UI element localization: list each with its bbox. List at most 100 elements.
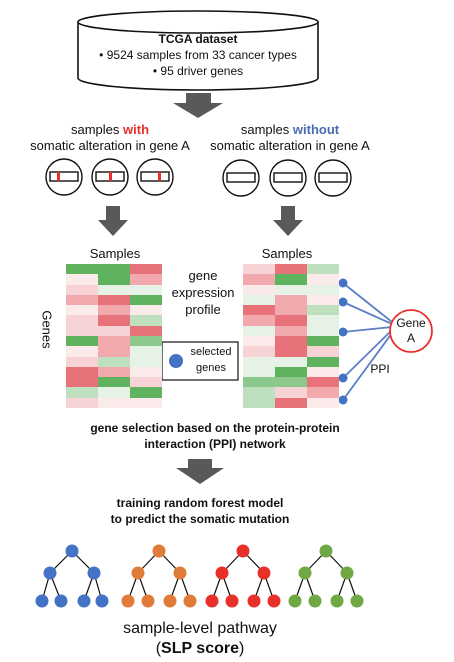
heatmap-cell bbox=[98, 356, 130, 367]
dataset-cylinder bbox=[77, 10, 319, 91]
heatmap-cell bbox=[243, 356, 275, 367]
heatmap-cell bbox=[243, 264, 275, 275]
heatmap-cell bbox=[275, 377, 307, 388]
slp-score-label: SLP score bbox=[161, 640, 239, 657]
heatmap-cell bbox=[66, 305, 98, 316]
heatmap-cell bbox=[130, 356, 162, 367]
heatmap-cell bbox=[66, 335, 98, 347]
heatmap-cell bbox=[243, 305, 275, 316]
heatmap-cell bbox=[243, 346, 275, 357]
heatmap-cell bbox=[243, 315, 275, 326]
output-line-1: sample-level pathway bbox=[123, 620, 277, 637]
heatmap-cell bbox=[66, 356, 98, 367]
arrow-down-left bbox=[98, 206, 128, 236]
samples-with-circles bbox=[45, 158, 174, 196]
heatmap-cell bbox=[307, 387, 339, 398]
heatmap-cell bbox=[275, 397, 307, 408]
heatmap-cell bbox=[307, 377, 339, 388]
heatmap-left-row-label: Genes bbox=[39, 310, 55, 349]
heatmap-cell bbox=[98, 346, 130, 357]
heatmap-cell bbox=[275, 294, 307, 306]
tree-blue bbox=[35, 544, 109, 608]
heatmap-cell bbox=[98, 284, 130, 295]
heatmap-cell bbox=[307, 305, 339, 316]
training-caption-2: to predict the somatic mutation bbox=[110, 512, 290, 526]
heatmap-cell bbox=[243, 325, 275, 336]
heatmap-cell bbox=[98, 325, 130, 336]
without-group-line2: somatic alteration in gene A bbox=[210, 138, 370, 153]
heatmap-cell bbox=[275, 315, 307, 326]
heatmap-cell bbox=[98, 294, 130, 306]
heatmap-cell bbox=[98, 274, 130, 285]
heatmap-cell bbox=[130, 294, 162, 306]
heatmap-cell bbox=[275, 325, 307, 336]
heatmap-cell bbox=[243, 366, 275, 378]
heatmap-cell bbox=[307, 294, 339, 306]
heatmap-cell bbox=[130, 305, 162, 316]
heatmap-cell bbox=[307, 315, 339, 326]
heatmap-cell bbox=[98, 397, 130, 408]
heatmap-cell bbox=[98, 315, 130, 326]
dataset-bullet-1-text: 9524 samples from 33 cancer types bbox=[106, 48, 297, 62]
heatmap-cell bbox=[243, 284, 275, 295]
with-highlight: with bbox=[123, 122, 150, 137]
heatmap-cell bbox=[66, 397, 98, 408]
with-group-prefix: samples bbox=[70, 122, 124, 137]
with-group-heading: samples with bbox=[10, 122, 210, 137]
heatmap-cell bbox=[130, 264, 162, 275]
selected-gene-dot bbox=[338, 373, 348, 383]
profile-label-2: expression bbox=[171, 285, 235, 300]
output-paren-open: ( bbox=[155, 640, 162, 657]
arrow-down-right bbox=[273, 206, 303, 236]
heatmap-cell bbox=[66, 387, 98, 398]
arrow-down-2 bbox=[176, 459, 224, 484]
output-line-2: (SLP score) bbox=[70, 640, 330, 658]
heatmap-cell bbox=[275, 284, 307, 295]
heatmap-cell bbox=[98, 366, 130, 378]
heatmap-cell bbox=[243, 377, 275, 388]
heatmap-cell bbox=[66, 377, 98, 388]
dataset-bullet-1: • 9524 samples from 33 cancer types bbox=[99, 48, 297, 62]
heatmap-cell bbox=[130, 315, 162, 326]
legend-dot bbox=[169, 354, 183, 368]
heatmap-cell bbox=[98, 305, 130, 316]
heatmap-cell bbox=[307, 346, 339, 357]
heatmap-cell bbox=[307, 264, 339, 275]
tree-orange bbox=[121, 544, 197, 608]
heatmap-cell bbox=[66, 366, 98, 378]
heatmap-cell bbox=[66, 264, 98, 275]
flow-arrows bbox=[98, 93, 303, 484]
profile-label-3: profile bbox=[185, 302, 221, 317]
training-caption-1: training random forest model bbox=[116, 496, 284, 510]
heatmap-left-col-label: Samples bbox=[89, 246, 141, 261]
ppi-label: PPI bbox=[370, 362, 390, 376]
heatmap-left bbox=[66, 264, 162, 408]
tree-green bbox=[288, 544, 364, 608]
samples-without-circles bbox=[222, 159, 352, 197]
heatmap-cell bbox=[275, 346, 307, 357]
heatmap-cell bbox=[130, 387, 162, 398]
output-paren-close: ) bbox=[238, 640, 245, 657]
heatmap-cell bbox=[275, 387, 307, 398]
gene-a-circle bbox=[389, 309, 433, 353]
dataset-bullet-2-text: 95 driver genes bbox=[160, 64, 244, 78]
heatmap-cell bbox=[66, 315, 98, 326]
selected-gene-dot bbox=[338, 297, 348, 307]
tree-red bbox=[205, 544, 281, 608]
heatmap-cell bbox=[275, 335, 307, 347]
selection-caption-2: interaction (PPI) network bbox=[144, 437, 286, 451]
heatmap-cell bbox=[130, 397, 162, 408]
legend-text-2: genes bbox=[196, 362, 226, 374]
heatmap-cell bbox=[98, 377, 130, 388]
heatmap-cell bbox=[130, 366, 162, 378]
heatmap-cell bbox=[307, 366, 339, 378]
heatmap-cell bbox=[307, 274, 339, 285]
profile-label-1: gene bbox=[188, 268, 218, 283]
heatmap-cell bbox=[130, 377, 162, 388]
heatmap-cell bbox=[98, 264, 130, 275]
heatmap-cell bbox=[307, 284, 339, 295]
ppi-connections bbox=[338, 278, 393, 405]
heatmap-cell bbox=[275, 274, 307, 285]
selected-gene-dot bbox=[338, 327, 348, 337]
gene-a-label-2: A bbox=[406, 331, 415, 345]
